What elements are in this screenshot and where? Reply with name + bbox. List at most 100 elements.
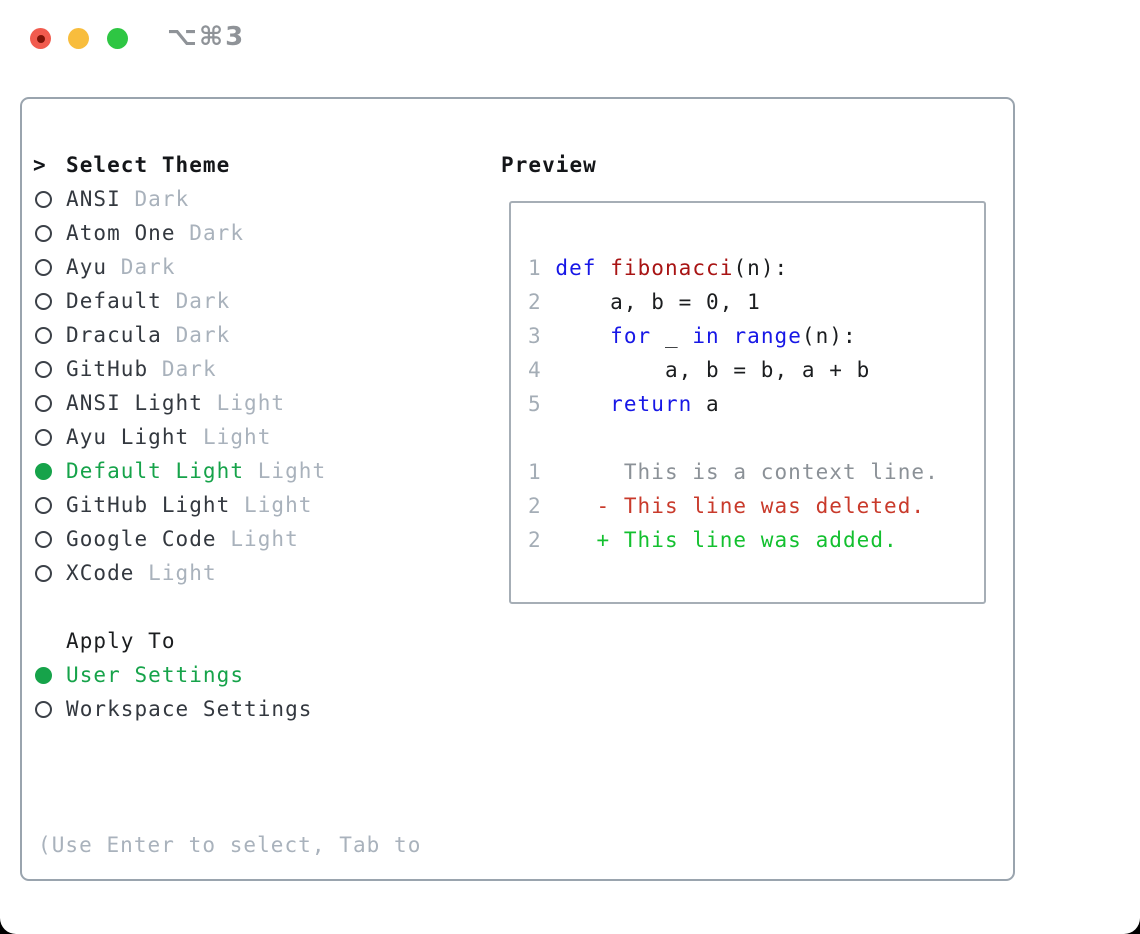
apply-to-option[interactable]: Workspace Settings	[33, 692, 421, 726]
apply-to-option[interactable]: User Settings	[33, 658, 421, 692]
spacer	[33, 726, 421, 760]
theme-name: ANSI Light	[66, 391, 203, 415]
line-number: 3	[528, 324, 542, 348]
code-segment: return	[610, 392, 693, 416]
theme-option-text: Ayu Light Light	[66, 420, 271, 454]
theme-variant: Dark	[134, 187, 190, 211]
theme-option[interactable]: ANSI Dark	[33, 182, 421, 216]
radio-marker	[33, 190, 66, 208]
code-segment: fibonacci	[610, 256, 734, 280]
title-bar: ⌥⌘3	[0, 0, 1140, 76]
line-number: 2	[528, 290, 542, 314]
theme-option[interactable]: GitHub Light Light	[33, 488, 421, 522]
minimize-button[interactable]	[68, 28, 89, 49]
select-theme-title: Select Theme	[66, 153, 231, 177]
theme-option[interactable]: Ayu Dark	[33, 250, 421, 284]
theme-option[interactable]: Dracula Dark	[33, 318, 421, 352]
theme-option[interactable]: Default Dark	[33, 284, 421, 318]
theme-option[interactable]: Default Light Light	[33, 454, 421, 488]
spacer	[33, 590, 421, 624]
diff-line: 2 + This line was added.	[528, 523, 984, 557]
radio-marker	[33, 292, 66, 310]
theme-option[interactable]: ANSI Light Light	[33, 386, 421, 420]
line-number: 1	[528, 256, 542, 280]
theme-option[interactable]: XCode Light	[33, 556, 421, 590]
theme-variant: Dark	[189, 221, 245, 245]
radio-unselected-icon	[35, 326, 52, 344]
theme-name: Default	[66, 289, 162, 313]
theme-option[interactable]: GitHub Dark	[33, 352, 421, 386]
theme-name: Atom One	[66, 221, 176, 245]
theme-variant: Light	[257, 459, 327, 483]
line-number: 1	[528, 460, 542, 484]
theme-variant: Light	[230, 527, 299, 551]
radio-unselected-icon	[35, 496, 52, 514]
code-segment: a	[692, 392, 720, 416]
prompt-marker: >	[33, 153, 47, 177]
diff-line: 1 This is a context line.	[528, 455, 984, 489]
theme-name: Ayu Light	[66, 425, 190, 449]
code-segment: + This line was added.	[541, 528, 898, 552]
theme-variant: Dark	[161, 357, 217, 381]
code-segment: - This line was deleted.	[541, 494, 926, 518]
line-number: 2	[528, 528, 542, 552]
theme-variant: Light	[216, 391, 286, 415]
code-segment: _	[651, 324, 693, 348]
apply-to-header: Apply To	[33, 624, 421, 658]
code-segment: a, b = 0, 1	[541, 290, 761, 314]
radio-marker	[33, 564, 66, 582]
theme-option[interactable]: Ayu Light Light	[33, 420, 421, 454]
line-number: 2	[528, 494, 542, 518]
radio-marker	[33, 258, 66, 276]
theme-option-text: Dracula Dark	[66, 318, 230, 352]
theme-option-text: Default Dark	[66, 284, 230, 318]
code-segment: in	[692, 324, 720, 348]
diff-line: 2 - This line was deleted.	[528, 489, 984, 523]
radio-unselected-icon	[35, 292, 52, 310]
theme-variant: Dark	[120, 255, 176, 279]
theme-option[interactable]: Google Code Light	[33, 522, 421, 556]
code-segment: This is a context line.	[541, 460, 939, 484]
code-line: 4 a, b = b, a + b	[528, 353, 984, 387]
code-segment	[597, 256, 611, 280]
code-segment	[542, 324, 610, 348]
close-button[interactable]	[30, 28, 51, 49]
theme-name: Default Light	[66, 459, 245, 483]
theme-name: Ayu	[66, 255, 108, 279]
radio-unselected-icon	[35, 428, 52, 446]
code-line: 1 def fibonacci(n):	[528, 251, 984, 285]
theme-name: GitHub	[66, 357, 149, 381]
help-line-1: (Use Enter to select, Tab to	[38, 833, 422, 857]
theme-option[interactable]: Atom One Dark	[33, 216, 421, 250]
theme-option-text: Google Code Light	[66, 522, 299, 556]
code-segment: range	[733, 324, 802, 348]
radio-marker	[33, 530, 66, 548]
radio-marker	[33, 360, 66, 378]
theme-name: GitHub Light	[66, 493, 231, 517]
select-theme-header: > Select Theme	[33, 148, 421, 182]
radio-marker	[33, 666, 66, 684]
radio-selected-icon	[35, 462, 52, 480]
theme-variant: Light	[244, 493, 313, 517]
code-segment: (n):	[801, 324, 857, 348]
radio-marker	[33, 700, 66, 718]
line-number: 5	[528, 392, 542, 416]
theme-variant: Light	[202, 425, 272, 449]
radio-selected-icon	[35, 666, 52, 684]
code-line: 3 for _ in range(n):	[528, 319, 984, 353]
code-segment: def	[555, 256, 597, 280]
radio-marker	[33, 496, 66, 514]
radio-unselected-icon	[35, 360, 52, 378]
apply-to-title: Apply To	[66, 629, 176, 653]
code-segment	[542, 392, 610, 416]
radio-marker	[33, 428, 66, 446]
radio-marker	[33, 394, 66, 412]
theme-variant: Dark	[175, 289, 231, 313]
maximize-button[interactable]	[107, 28, 128, 49]
